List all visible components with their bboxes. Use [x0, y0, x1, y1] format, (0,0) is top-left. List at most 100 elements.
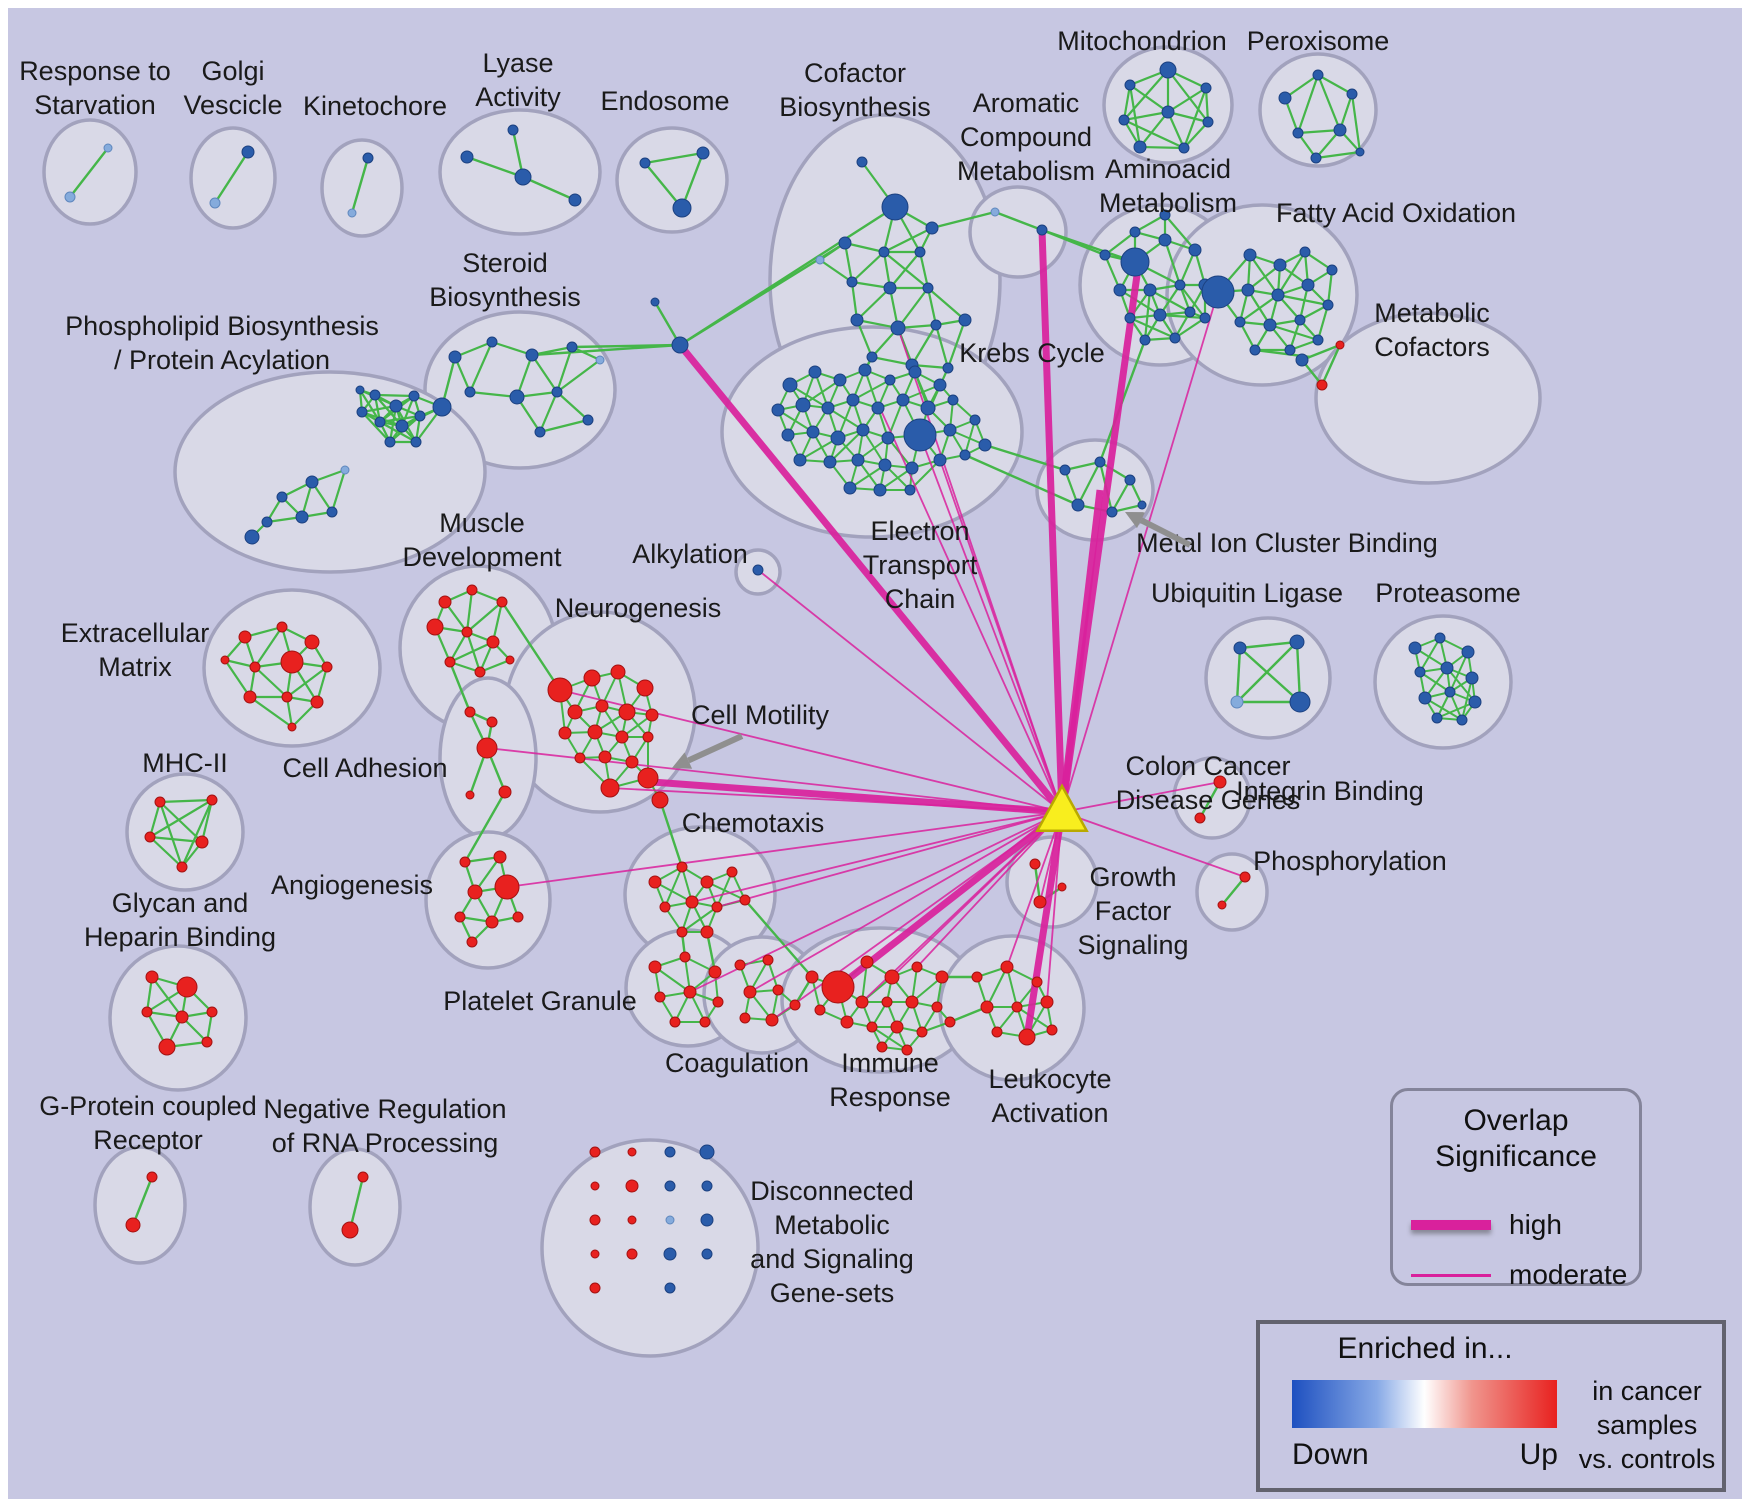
- ubiquitin-ligase-node: [1289, 691, 1311, 713]
- peroxisome-node: [1333, 123, 1347, 137]
- green-edge: [654, 966, 691, 993]
- lyase-activity-node: [514, 168, 532, 186]
- mitochondrion-node: [1161, 105, 1175, 119]
- growth-factor-signaling-node: [1029, 858, 1041, 870]
- steroid-biosynthesis-node: [582, 414, 594, 426]
- overlap-edge-moderate: [1061, 291, 1219, 813]
- aminoacid-metabolism-node: [1158, 233, 1172, 247]
- immune-response-node: [916, 1026, 928, 1038]
- extracellular-matrix-node: [321, 661, 333, 673]
- disconnected-gene-sets-node: [589, 1214, 601, 1226]
- chemotaxis-node: [676, 861, 688, 873]
- platelet-granule-node: [699, 1016, 711, 1028]
- green-edge: [224, 659, 251, 698]
- chemotaxis-node: [700, 925, 714, 939]
- disconnected-gene-sets-node: [590, 1181, 600, 1191]
- overlap-edge-moderate: [919, 434, 1063, 813]
- proteasome-node: [1465, 671, 1479, 685]
- coagulation-node: [739, 1012, 751, 1024]
- electron-transport-chain-node: [896, 393, 910, 407]
- steroid-biosynthesis-node: [534, 426, 546, 438]
- high-label: high: [1509, 1209, 1562, 1240]
- cofactor-biosynthesis-node: [856, 156, 868, 168]
- overlap-moderate-row: moderate: [1411, 1259, 1627, 1291]
- g-protein-coupled-receptor-node: [146, 1171, 158, 1183]
- overlap-edge-moderate: [609, 787, 1063, 813]
- green-edge: [1104, 231, 1136, 256]
- proteasome-node: [1434, 632, 1446, 644]
- green-edge: [1166, 111, 1186, 149]
- disconnected-gene-sets-node: [625, 1179, 639, 1193]
- cofactor-biosynthesis-node: [914, 246, 926, 258]
- mitochondrion-label: Mitochondrion: [1057, 26, 1227, 56]
- cofactor-biosynthesis-node: [838, 236, 852, 250]
- fatty-acid-oxidation-label: Fatty Acid Oxidation: [1276, 198, 1516, 228]
- green-edge: [1183, 121, 1209, 149]
- ubiquitin-ligase-label: Ubiquitin Ligase: [1151, 578, 1343, 608]
- aminoacid-metabolism-node: [1120, 247, 1150, 277]
- green-edge: [1139, 111, 1169, 148]
- muscle-development-node: [444, 656, 456, 668]
- disconnected-gene-sets-node: [701, 1180, 713, 1192]
- mitochondrion-node: [1178, 142, 1190, 154]
- green-edge: [1128, 84, 1142, 148]
- green-edge: [1123, 119, 1185, 149]
- electron-transport-chain-node: [904, 484, 916, 496]
- neurogenesis-node: [587, 724, 603, 740]
- golgi-vescicle-node: [209, 197, 221, 209]
- mitochondrion-node: [1124, 79, 1136, 91]
- immune-response-node: [901, 1044, 913, 1056]
- electron-transport-chain-node: [830, 430, 846, 446]
- cofactor-biosynthesis-node: [881, 193, 909, 221]
- chemotaxis-label: Chemotaxis: [682, 808, 825, 838]
- metal-ion-arrow: [1139, 517, 1192, 548]
- aminoacid-metabolism-node: [1184, 306, 1196, 318]
- cofactor-biosynthesis-node: [958, 313, 972, 327]
- overlap-edge-high: [651, 778, 1063, 816]
- fatty-acid-oxidation-node: [1241, 283, 1255, 297]
- fatty-acid-oxidation-node: [1201, 275, 1235, 309]
- lyase-activity-node: [507, 124, 519, 136]
- green-edge: [706, 881, 746, 901]
- neurogenesis-node: [567, 704, 583, 720]
- aminoacid-metabolism-node: [1124, 312, 1136, 324]
- immune-response-node: [814, 1004, 826, 1016]
- aminoacid-metabolism-node: [1129, 226, 1141, 238]
- mhc-ii-group-ellipse: [125, 772, 245, 892]
- immune-response-node: [866, 1021, 878, 1033]
- coagulation-node: [765, 1013, 779, 1027]
- proteasome-node: [1408, 641, 1422, 655]
- green-edge: [949, 1005, 988, 1024]
- ubiquitin-ligase-group-ellipse: [1204, 616, 1332, 740]
- integrin-binding-node: [1213, 775, 1227, 789]
- green-edge: [1099, 461, 1131, 481]
- green-edge: [539, 418, 589, 434]
- high-edge-sample: [1411, 1220, 1491, 1230]
- proteasome-node: [1468, 695, 1482, 709]
- neurogenesis-node: [574, 752, 586, 764]
- steroid-biosynthesis-node: [509, 389, 525, 405]
- leukocyte-activation-node: [980, 1000, 994, 1014]
- green-edge: [1179, 284, 1206, 319]
- green-edge: [1163, 239, 1182, 286]
- peroxisome-node: [1346, 88, 1358, 100]
- green-edge: [466, 155, 524, 179]
- overlap-edge-high: [677, 342, 1065, 815]
- platelet-granule-label: Platelet Granule: [443, 986, 637, 1016]
- phospholipid-biosynthesis-node: [369, 389, 381, 401]
- green-edge: [1277, 293, 1329, 307]
- peroxisome-node: [1355, 147, 1365, 157]
- mhc-ii-node: [176, 861, 188, 873]
- angiogenesis-node: [467, 884, 483, 900]
- immune-response-node: [931, 1001, 943, 1013]
- metal-ion-arrow-head: [1125, 512, 1146, 529]
- angiogenesis-node: [485, 915, 499, 929]
- integrin-binding-label: Integrin Binding: [1236, 776, 1424, 806]
- green-edge: [159, 798, 213, 804]
- immune-response-node: [935, 970, 949, 984]
- negative-regulation-rna-processing-node: [357, 1171, 369, 1183]
